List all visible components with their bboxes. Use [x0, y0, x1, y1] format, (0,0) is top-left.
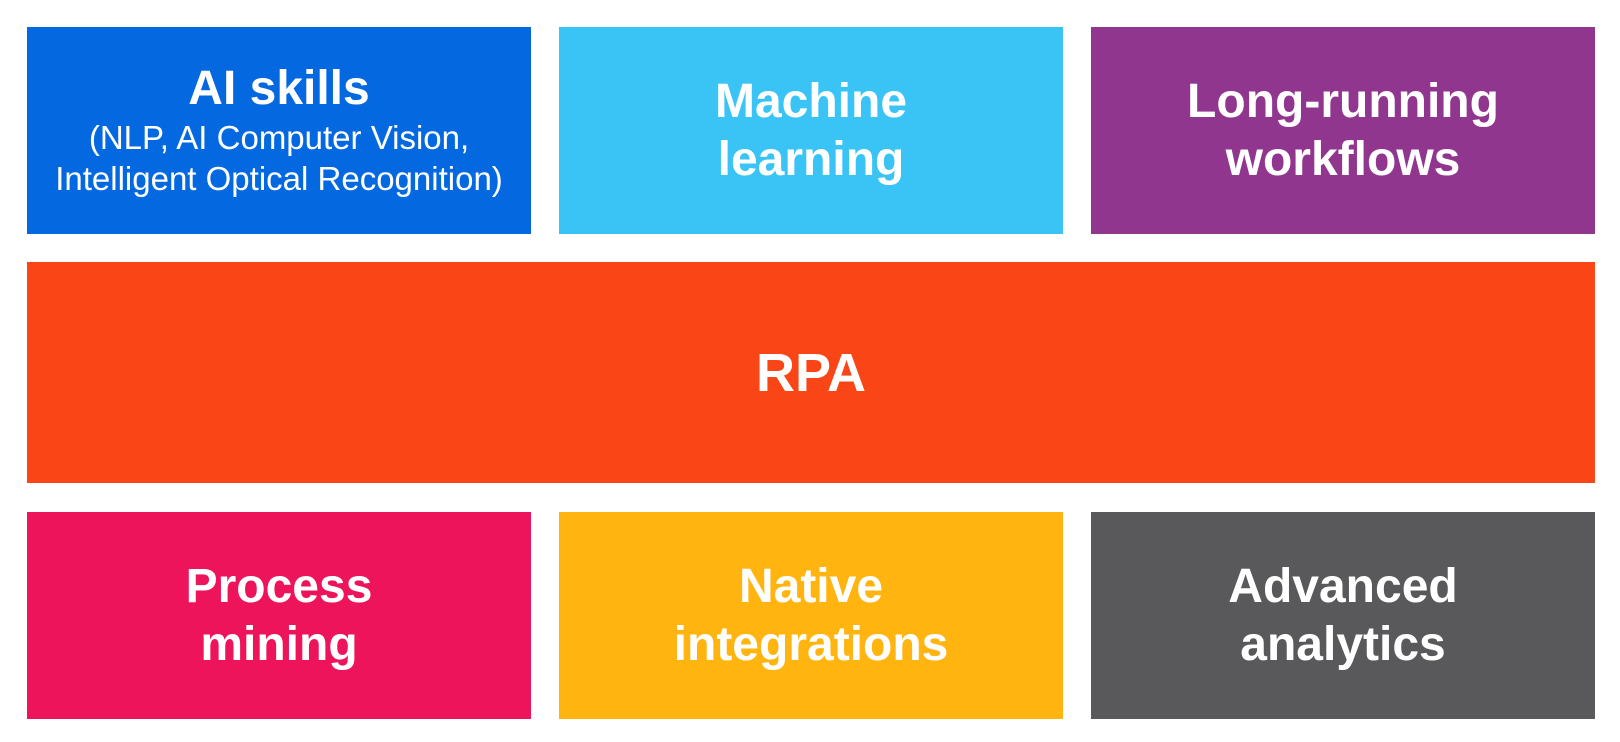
ai-skills-title: AI skills	[188, 61, 370, 115]
long-running-workflows-tile: Long-running workflows	[1091, 27, 1595, 234]
machine-learning-title: Machine learning	[714, 74, 908, 186]
machine-learning-tile: Machine learning	[559, 27, 1063, 234]
native-integrations-title: Native integrations	[673, 559, 949, 671]
ai-skills-subtitle: (NLP, AI Computer Vision, Intelligent Op…	[55, 118, 503, 197]
rpa-title: RPA	[755, 342, 866, 403]
process-mining-title: Process mining	[185, 559, 373, 671]
ai-skills-tile: AI skills (NLP, AI Computer Vision, Inte…	[27, 27, 531, 234]
rpa-tile: RPA	[27, 262, 1595, 483]
advanced-analytics-title: Advanced analytics	[1228, 559, 1458, 671]
native-integrations-tile: Native integrations	[559, 512, 1063, 719]
process-mining-tile: Process mining	[27, 512, 531, 719]
long-running-workflows-title: Long-running workflows	[1187, 74, 1499, 186]
advanced-analytics-tile: Advanced analytics	[1091, 512, 1595, 719]
